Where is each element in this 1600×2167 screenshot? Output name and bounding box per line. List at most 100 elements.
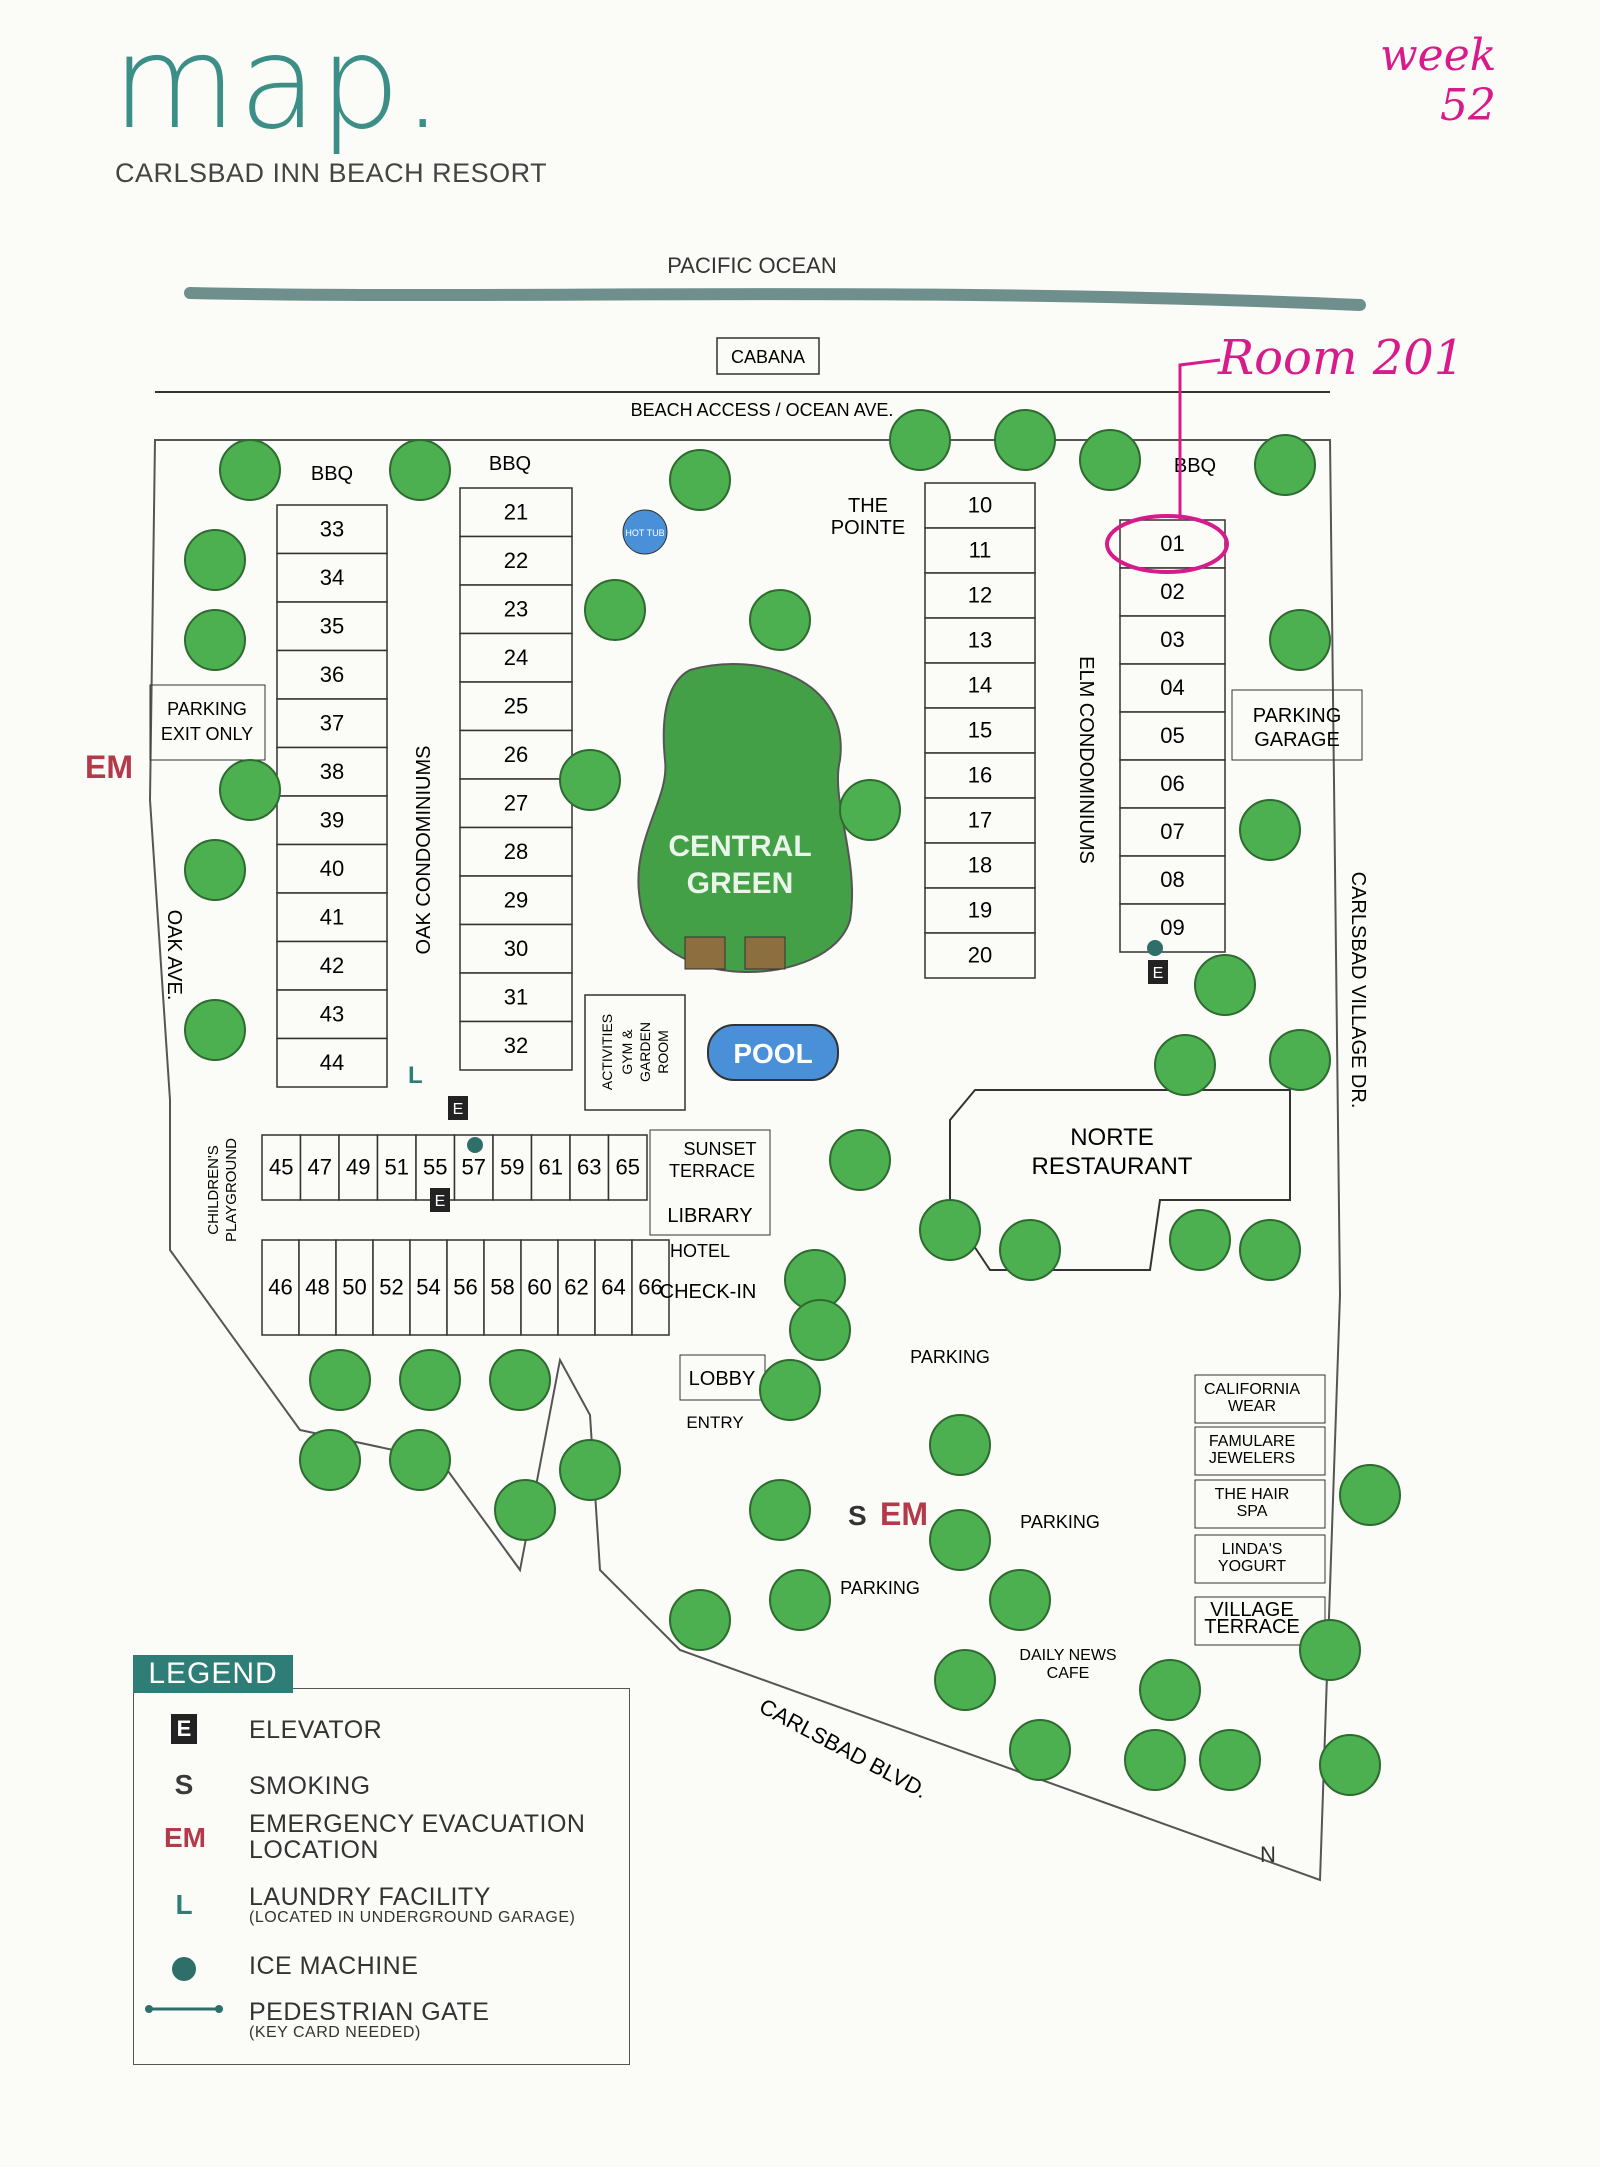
unit-42-box [276,940,388,991]
central-green-label-1: CENTRAL [668,830,811,863]
unit-64: 64 [601,1275,625,1300]
unit-58: 58 [490,1275,514,1300]
tree-48 [1339,1464,1401,1526]
unit-33-box [276,504,388,555]
unit-13-box [924,617,1036,664]
legend-gate-note: (KEY CARD NEEDED) [249,2024,421,2042]
parking-garage-label-2: GARAGE [1254,729,1340,751]
unit-31: 31 [504,984,528,1009]
unit-22: 22 [504,548,528,573]
tree-6 [1254,434,1316,496]
unit-12-box [924,572,1036,619]
unit-13: 13 [968,628,992,653]
unit-56-box [446,1239,485,1336]
unit-29-box [459,875,573,926]
shop-label-0-0: CALIFORNIA [1204,1381,1300,1398]
tree-37 [929,1414,991,1476]
legend-em-label: EMERGENCY EVACUATION [249,1810,586,1838]
em-marker-south: EM [880,1496,928,1532]
legend-ice-label: ICE MACHINE [249,1952,419,1980]
norte-label-2: RESTAURANT [1032,1153,1193,1180]
unit-46-box [261,1239,300,1336]
tree-47 [1299,1619,1361,1681]
legend-smoking-label: SMOKING [249,1772,371,1800]
unit-28-box [459,826,573,877]
unit-59-box [492,1134,533,1201]
unit-14: 14 [968,673,992,698]
legend-elevator-label: ELEVATOR [249,1716,383,1744]
unit-60: 60 [527,1275,551,1300]
compass-label: N [1260,1842,1276,1867]
unit-51-box [376,1134,417,1201]
pool [707,1024,839,1081]
cabana-box [716,337,820,375]
cabana-label: CABANA [731,347,805,367]
unit-52: 52 [379,1275,403,1300]
shop-box-1 [1194,1426,1326,1476]
parking-exit-label-1: PARKING [167,699,247,719]
unit-48: 48 [305,1275,329,1300]
library-label: LIBRARY [667,1205,752,1227]
unit-50: 50 [342,1275,366,1300]
unit-18: 18 [968,853,992,878]
activities-label-3: GARDEN [637,1022,653,1082]
elevator-marker-3: E [1153,965,1164,982]
tree-0 [219,439,281,501]
unit-47: 47 [308,1155,332,1180]
oak-ave-label: OAK AVE. [163,910,185,1001]
unit-16-box [924,752,1036,799]
unit-59: 59 [500,1155,524,1180]
parking-label-1: PARKING [910,1347,990,1367]
unit-08: 08 [1160,867,1184,892]
tree-13 [184,839,246,901]
unit-65: 65 [616,1155,640,1180]
unit-29: 29 [504,887,528,912]
beach-access-label: BEACH ACCESS / OCEAN AVE. [631,400,894,420]
unit-25: 25 [504,693,528,718]
tree-29 [309,1349,371,1411]
unit-64-box [594,1239,633,1336]
legend-box: E ELEVATOR S SMOKING EM EMERGENCY EVACUA… [133,1688,630,2065]
unit-24-box [459,632,573,683]
laundry-marker: L [408,1062,423,1089]
handwritten-week: week [1380,30,1497,81]
em-marker-west: EM [85,749,133,785]
unit-40: 40 [320,856,344,881]
unit-65-box [607,1134,648,1201]
elevator-marker-2: E [435,1193,446,1210]
unit-17: 17 [968,808,992,833]
shop-label-0-1: WEAR [1228,1398,1276,1415]
tree-17 [1194,954,1256,1016]
unit-15-box [924,707,1036,754]
tree-5 [1079,429,1141,491]
unit-30-box [459,923,573,974]
legend-ice-symbol [164,1951,204,1983]
tree-43 [1139,1659,1201,1721]
unit-62: 62 [564,1275,588,1300]
map-title: map. [112,9,446,158]
elm-condos-label: ELM CONDOMINIUMS [1075,656,1097,864]
ocean-line [184,287,1366,311]
unit-66-box [631,1239,670,1336]
unit-26: 26 [504,742,528,767]
tree-12 [219,759,281,821]
unit-38: 38 [320,759,344,784]
unit-24: 24 [504,645,528,670]
unit-09-box [1119,903,1226,953]
shop-box-0 [1194,1374,1326,1424]
tree-22 [919,1199,981,1261]
unit-57: 57 [462,1155,486,1180]
elevator-marker-1: E [453,1101,464,1118]
unit-63: 63 [577,1155,601,1180]
unit-34: 34 [320,565,344,590]
tree-21 [829,1129,891,1191]
legend-laundry-symbol: L [175,1889,193,1920]
central-green [637,663,854,973]
tree-25 [1239,1219,1301,1281]
unit-55: 55 [423,1155,447,1180]
